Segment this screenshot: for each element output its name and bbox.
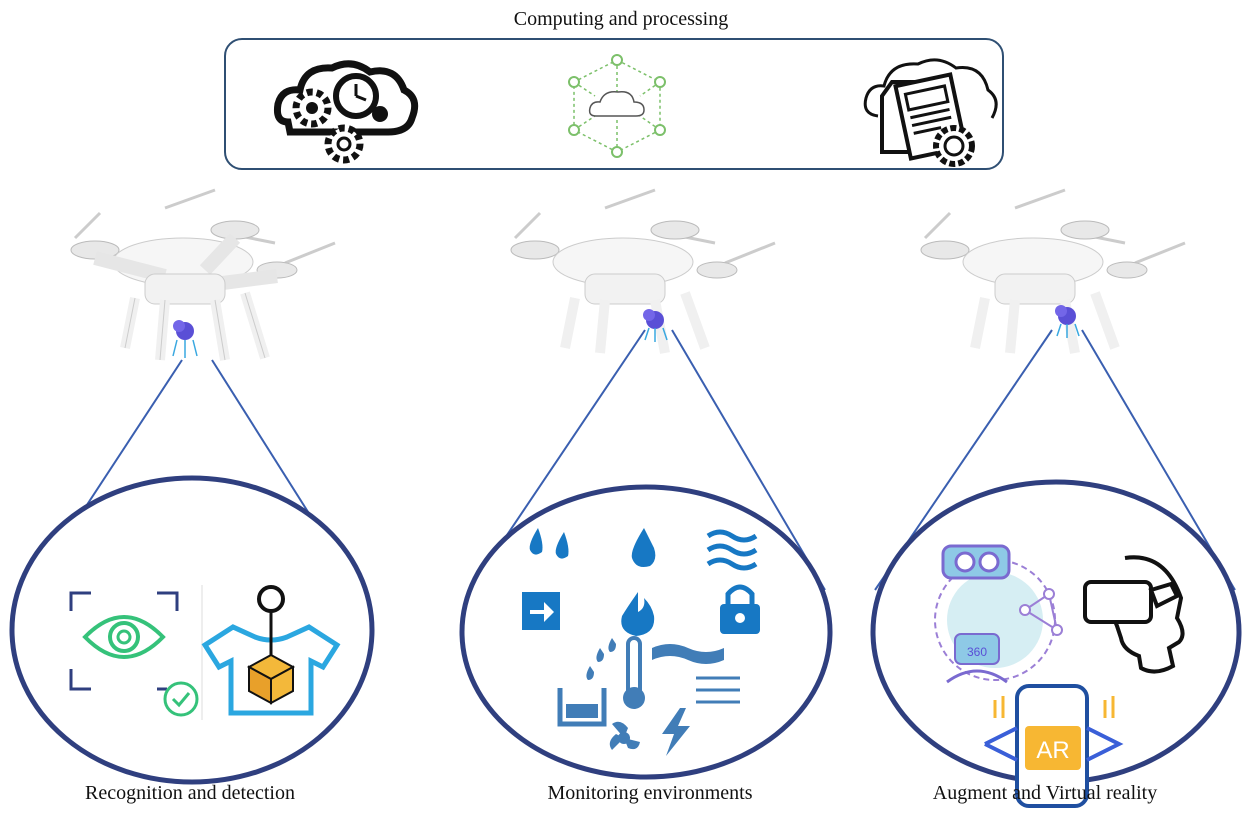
cloud-network-icon xyxy=(568,54,666,158)
flow-icon xyxy=(696,676,740,704)
ar-phone-icon: AR xyxy=(984,684,1124,808)
caption-ar-vr: Augment and Virtual reality xyxy=(932,782,1158,804)
monitoring-icons xyxy=(522,528,760,756)
caption-monitoring: Monitoring environments xyxy=(547,782,753,804)
cloud-gears-clock-icon xyxy=(274,60,419,164)
rain-icon xyxy=(586,638,616,680)
tshirt-package-icon xyxy=(201,585,341,720)
lightning-icon xyxy=(662,708,690,756)
vr-360-person-icon: 360 xyxy=(934,544,1063,684)
beam-line xyxy=(671,329,826,591)
wave-top-icon xyxy=(652,644,724,664)
fire-icon xyxy=(621,592,655,636)
waves-icon xyxy=(706,529,758,571)
verified-check-icon xyxy=(163,681,199,717)
cloud-documents-gear-icon xyxy=(863,58,998,167)
vr-360-label: 360 xyxy=(967,645,987,659)
ar-label: AR xyxy=(1036,737,1069,764)
drone-right xyxy=(920,188,1186,354)
lock-icon xyxy=(720,584,760,634)
caption-recognition: Recognition and detection xyxy=(85,782,295,804)
recognition-icons xyxy=(69,585,341,720)
diagram-title: Computing and processing xyxy=(513,8,729,30)
ar-vr-icons: 360 AR xyxy=(934,544,1185,808)
enter-icon xyxy=(522,592,560,630)
drone-center xyxy=(510,188,776,354)
thermometer-icon xyxy=(623,636,645,709)
vr-headset-head-icon xyxy=(1083,555,1185,674)
computing-processing-box xyxy=(224,38,1004,170)
drone-left xyxy=(70,188,336,361)
face-scan-eye-icon xyxy=(69,591,179,691)
droplets-icon xyxy=(529,528,569,559)
fan-icon xyxy=(609,721,640,750)
drop-icon xyxy=(631,528,656,567)
tank-icon xyxy=(557,688,607,727)
